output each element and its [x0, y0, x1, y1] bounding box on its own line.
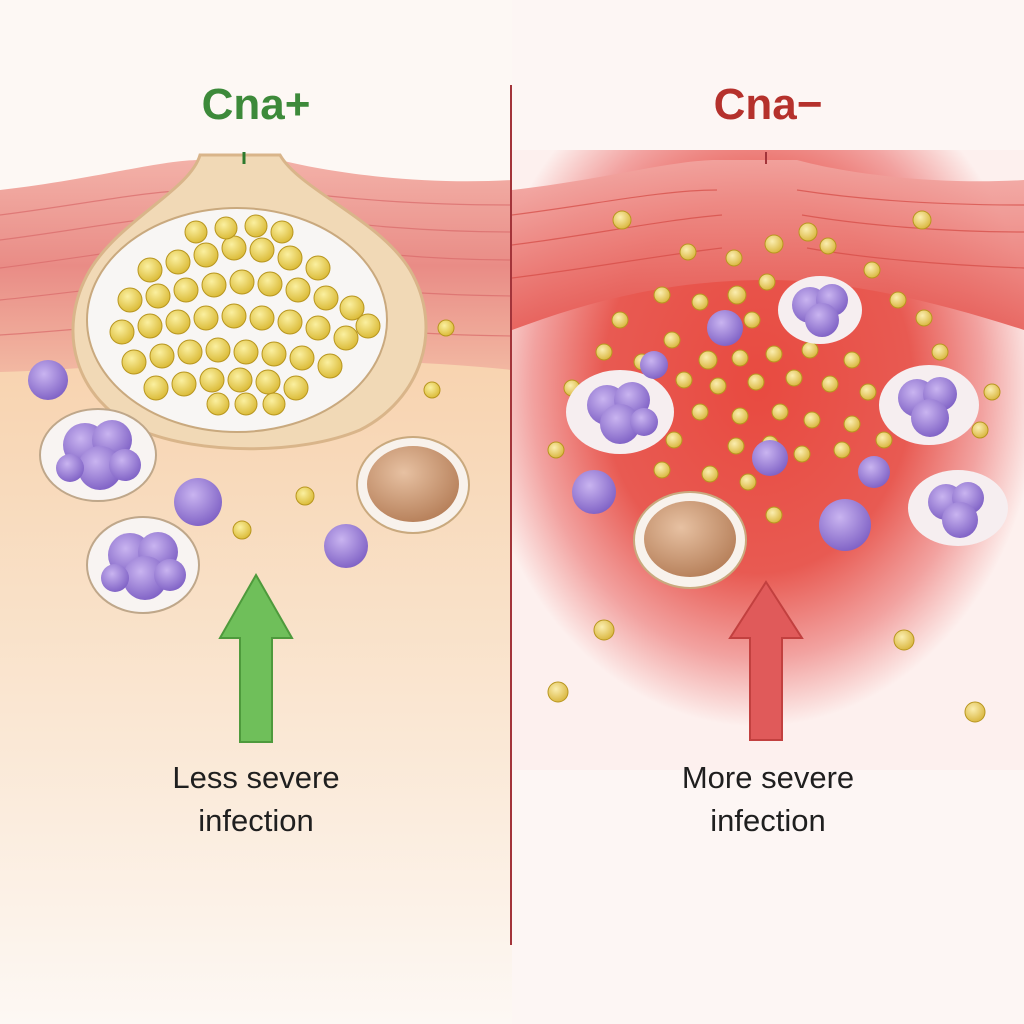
panel-cna-negative: Cna− More severe infection: [512, 0, 1024, 1024]
panel-divider: [510, 85, 512, 945]
right-illustration: [512, 0, 1024, 1024]
heading-cna-negative: Cna−: [713, 80, 823, 129]
caption-more-severe: More severe infection: [512, 756, 1024, 842]
macrophage-inflamed: [633, 491, 747, 589]
neutrophil-group-inflamed: [566, 276, 1008, 551]
neutrophil-group: [28, 360, 368, 614]
caption-less-severe: Less severe infection: [0, 756, 512, 842]
scattered-bacteria: [232, 319, 455, 540]
heading-cna-positive: Cna+: [201, 80, 311, 129]
caption-line-1: Less severe: [172, 760, 340, 795]
macrophage: [356, 436, 470, 534]
caption-line-1: More severe: [681, 760, 855, 795]
contained-bacteria-cluster: [109, 214, 381, 416]
left-illustration: [0, 152, 512, 1024]
up-arrow-red: [728, 580, 804, 741]
up-arrow-green: [218, 572, 294, 743]
caption-line-2: infection: [710, 803, 826, 838]
caption-line-2: infection: [198, 803, 314, 838]
panel-cna-positive: Cna+ Less severe infection: [0, 80, 512, 1024]
